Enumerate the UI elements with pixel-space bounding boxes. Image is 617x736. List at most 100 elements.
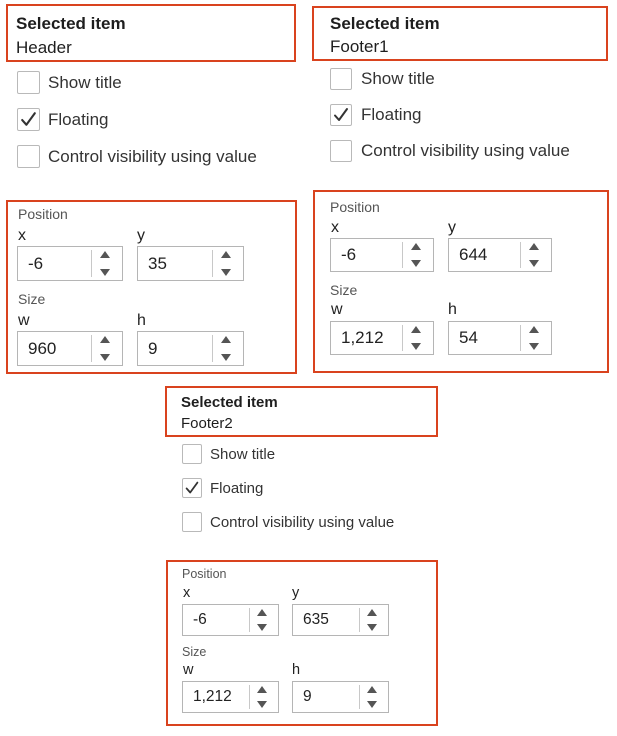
show-title-label: Show title [361, 69, 435, 88]
y-stepper[interactable] [292, 604, 389, 636]
x-increment-arrow-icon[interactable] [257, 608, 267, 616]
control-visibility-label: Control visibility using value [48, 146, 257, 166]
h-increment-arrow-icon[interactable] [529, 325, 539, 333]
y-input[interactable] [138, 253, 212, 274]
h-decrement-arrow-icon[interactable] [221, 354, 231, 362]
w-decrement-arrow-icon[interactable] [257, 701, 267, 709]
floating-checkbox-row[interactable]: Floating [330, 104, 421, 126]
floating-label: Floating [210, 479, 264, 497]
selected-item-title: Selected item [16, 14, 126, 33]
w-increment-arrow-icon[interactable] [100, 335, 110, 343]
x-input[interactable] [331, 245, 402, 265]
control-visibility-label: Control visibility using value [361, 141, 570, 160]
selected-item-value: Footer2 [181, 415, 233, 432]
size-section-label: Size [330, 282, 358, 298]
h-input[interactable] [449, 328, 520, 348]
h-decrement-arrow-icon[interactable] [367, 701, 377, 709]
position-section-label: Position [182, 567, 227, 581]
w-stepper[interactable] [330, 321, 434, 355]
y-increment-arrow-icon[interactable] [529, 242, 539, 250]
y-input[interactable] [449, 245, 520, 265]
floating-checkbox[interactable] [182, 478, 202, 498]
checkmark-icon [185, 481, 199, 494]
show-title-checkbox[interactable] [182, 444, 202, 464]
control-visibility-checkbox-row[interactable]: Control visibility using value [330, 140, 570, 162]
show-title-checkbox-row[interactable]: Show title [330, 68, 435, 90]
y-label: y [292, 585, 300, 601]
x-increment-arrow-icon[interactable] [411, 242, 421, 250]
x-stepper[interactable] [17, 246, 123, 281]
control-visibility-checkbox[interactable] [17, 145, 40, 168]
h-input[interactable] [293, 688, 359, 706]
w-input[interactable] [18, 338, 91, 359]
h-stepper[interactable] [292, 681, 389, 713]
w-stepper[interactable] [17, 331, 123, 366]
floating-checkbox-row[interactable]: Floating [182, 478, 263, 498]
show-title-label: Show title [210, 445, 276, 463]
y-decrement-arrow-icon[interactable] [529, 260, 539, 268]
selected-item-highlight [165, 386, 438, 437]
w-stepper[interactable] [182, 681, 279, 713]
y-increment-arrow-icon[interactable] [367, 608, 377, 616]
position-section-label: Position [330, 199, 380, 215]
selected-item-value: Header [16, 38, 72, 57]
control-visibility-checkbox-row[interactable]: Control visibility using value [17, 145, 257, 168]
y-label: y [448, 219, 456, 236]
floating-checkbox-row[interactable]: Floating [17, 108, 108, 131]
checkmark-icon [334, 108, 348, 121]
selected-item-value: Footer1 [330, 37, 389, 56]
w-input[interactable] [331, 328, 402, 348]
show-title-checkbox-row[interactable]: Show title [182, 444, 275, 464]
x-label: x [331, 219, 339, 236]
floating-checkbox[interactable] [330, 104, 352, 126]
show-title-checkbox[interactable] [330, 68, 352, 90]
x-stepper[interactable] [182, 604, 279, 636]
control-visibility-checkbox[interactable] [182, 512, 202, 532]
w-decrement-arrow-icon[interactable] [411, 343, 421, 351]
x-decrement-arrow-icon[interactable] [100, 269, 110, 277]
y-increment-arrow-icon[interactable] [221, 250, 231, 258]
h-stepper[interactable] [448, 321, 552, 355]
selected-item-title: Selected item [330, 14, 440, 33]
w-label: w [18, 312, 30, 329]
x-label: x [18, 227, 26, 244]
x-input[interactable] [18, 253, 91, 274]
size-section-label: Size [182, 645, 207, 659]
y-input[interactable] [293, 611, 359, 629]
h-label: h [137, 312, 146, 329]
h-stepper[interactable] [137, 331, 244, 366]
y-stepper[interactable] [137, 246, 244, 281]
y-stepper[interactable] [448, 238, 552, 272]
x-decrement-arrow-icon[interactable] [257, 624, 267, 632]
h-input[interactable] [138, 338, 212, 359]
w-decrement-arrow-icon[interactable] [100, 354, 110, 362]
floating-checkbox[interactable] [17, 108, 40, 131]
y-label: y [137, 227, 145, 244]
floating-label: Floating [361, 105, 422, 124]
floating-label: Floating [48, 109, 109, 129]
y-decrement-arrow-icon[interactable] [367, 624, 377, 632]
h-label: h [448, 301, 457, 318]
h-increment-arrow-icon[interactable] [367, 685, 377, 693]
w-label: w [331, 301, 343, 318]
selected-item-title: Selected item [181, 394, 278, 411]
h-decrement-arrow-icon[interactable] [529, 343, 539, 351]
y-decrement-arrow-icon[interactable] [221, 269, 231, 277]
control-visibility-checkbox[interactable] [330, 140, 352, 162]
w-input[interactable] [183, 688, 249, 706]
x-input[interactable] [183, 611, 249, 629]
show-title-checkbox[interactable] [17, 71, 40, 94]
w-increment-arrow-icon[interactable] [411, 325, 421, 333]
control-visibility-checkbox-row[interactable]: Control visibility using value [182, 512, 394, 532]
checkmark-icon [21, 112, 36, 126]
position-section-label: Position [18, 206, 68, 222]
h-increment-arrow-icon[interactable] [221, 335, 231, 343]
x-decrement-arrow-icon[interactable] [411, 260, 421, 268]
x-increment-arrow-icon[interactable] [100, 250, 110, 258]
size-section-label: Size [18, 291, 46, 307]
w-increment-arrow-icon[interactable] [257, 685, 267, 693]
selected-item-highlight [312, 6, 608, 61]
x-stepper[interactable] [330, 238, 434, 272]
show-title-checkbox-row[interactable]: Show title [17, 71, 122, 94]
w-label: w [183, 662, 194, 678]
